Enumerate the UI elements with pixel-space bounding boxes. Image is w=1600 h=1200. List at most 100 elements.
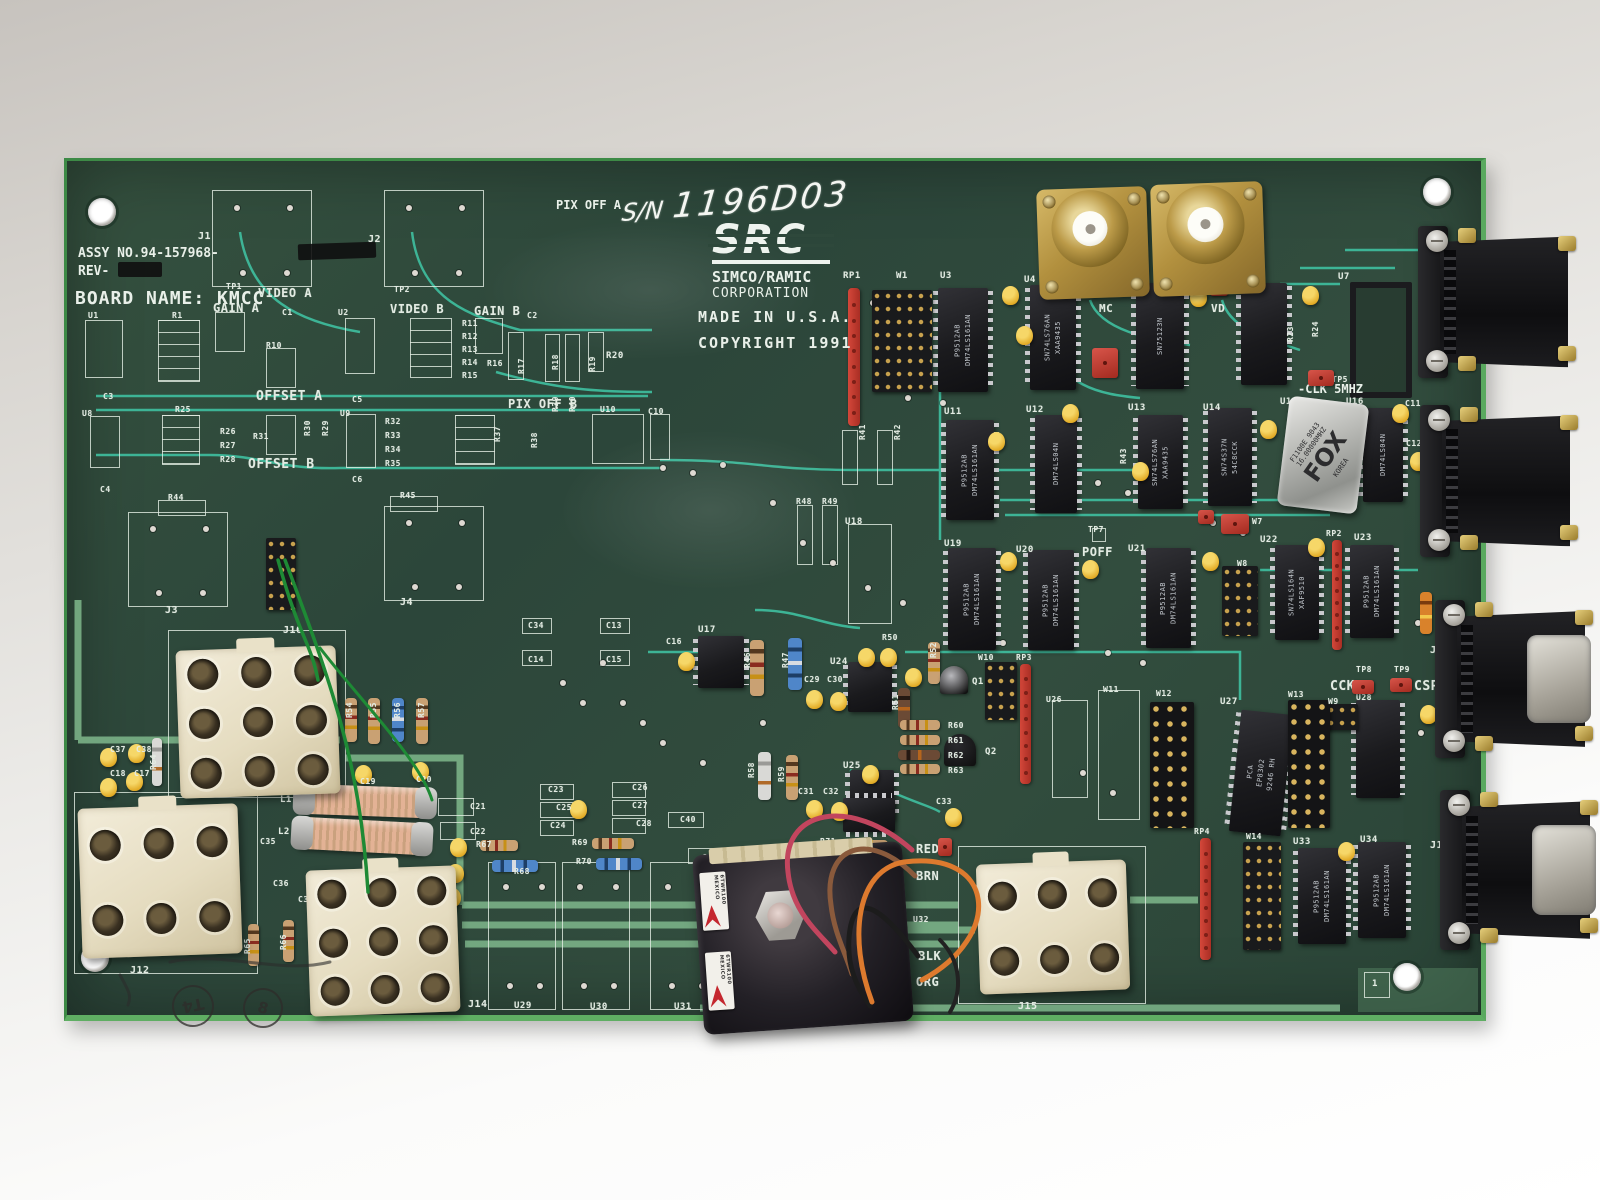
capacitor (450, 838, 467, 857)
label-text: 6TWR100 MEXICO (712, 874, 727, 905)
test-point (1390, 678, 1412, 692)
footprint (600, 618, 630, 634)
dsub-body (1440, 236, 1568, 368)
pad (576, 884, 583, 891)
silk-label-r24: R24 (1310, 321, 1320, 337)
silk-label-u12: U12 (1026, 405, 1044, 415)
ic-u20: P9512AB DM74LS161AN (1023, 550, 1079, 650)
silk-label-c16: C16 (666, 637, 682, 646)
pin-cavity (1089, 942, 1120, 973)
dsub-screw (1443, 604, 1465, 626)
bnc-center-pin (1085, 223, 1096, 234)
footprint (612, 782, 646, 798)
silk-label-w8: W8 (1237, 559, 1248, 568)
pad (660, 740, 666, 746)
pin-cavity (368, 926, 398, 956)
silk-label-c4: C4 (100, 485, 111, 494)
dsub-jackpost (1460, 535, 1478, 550)
ic-u22: SN74LS164N XAF9510 (1270, 545, 1324, 640)
resistor (750, 640, 764, 696)
dsub-jackpost (1560, 525, 1578, 540)
silk-label-r41: R41 (857, 424, 867, 440)
footprint (592, 414, 644, 464)
pad (406, 520, 412, 527)
silk-label-c34: C34 (528, 621, 544, 630)
dsub-screw (1448, 922, 1470, 944)
pad (150, 526, 156, 533)
silk-label-r18: R18 (550, 354, 560, 370)
silk-label-r50: R50 (882, 633, 898, 642)
pin-cavity (186, 658, 219, 691)
silk-label-j10: J10 (1430, 841, 1450, 851)
pad (284, 269, 290, 276)
footprint (488, 862, 556, 1010)
pad (600, 660, 606, 666)
ic-marking: P9512AB DM74LS161AN (1159, 572, 1178, 624)
pin-cavity (243, 755, 276, 788)
ic-marking: P9512AB DM74LS161AN (960, 444, 980, 496)
ic-u14: SN74S37N 54C8CCK (1203, 408, 1257, 506)
silk-label-u20: U20 (1016, 545, 1034, 555)
silk-label-c12: C12 (1406, 439, 1422, 448)
dsub-jackpost (1575, 610, 1593, 625)
silk-label-video-b: VIDEO B (390, 302, 445, 316)
silk-label-u18: U18 (845, 517, 863, 527)
silk-label-r58: R58 (746, 762, 756, 778)
footprint (455, 415, 495, 465)
silk-label-r56: R56 (392, 702, 402, 718)
silk-label-u22: U22 (1260, 535, 1278, 545)
silk-label-c13: C13 (606, 621, 622, 630)
footprint (1092, 528, 1106, 542)
silk-label-r57: R57 (416, 702, 426, 718)
silk-label-w14: W14 (1246, 832, 1262, 841)
pin-cavity (142, 827, 175, 860)
resistor (1420, 592, 1432, 634)
pad (156, 589, 162, 596)
pad (406, 204, 412, 211)
silk-label-j3: J3 (165, 605, 179, 616)
footprint (612, 800, 646, 816)
silk-label-r70: R70 (576, 857, 592, 866)
ic-u21: P9512AB DM74LS161AN (1141, 548, 1196, 648)
mounting-hole (1423, 178, 1451, 206)
ic-u33: P9512AB DM74LS161AN (1293, 848, 1351, 944)
silk-label-u28: U28 (1356, 693, 1372, 702)
silk-label-c1: C1 (282, 308, 293, 317)
silk-label-gain-a: GAIN A (213, 301, 260, 315)
test-point (1352, 680, 1374, 694)
silk-label-r61: R61 (948, 736, 964, 745)
serial-prefix: S/N (620, 195, 665, 228)
dsub-jackpost (1480, 792, 1498, 807)
board-name: BOARD NAME: KMCC (75, 288, 265, 309)
logo-stripe (708, 244, 834, 247)
dsub-screw (1443, 730, 1465, 752)
bnc-connector (1036, 186, 1150, 300)
silk-label-r34: R34 (385, 445, 401, 454)
pin-cavity (297, 753, 330, 786)
footprint (522, 618, 552, 634)
silk-label-r52: R52 (928, 642, 938, 658)
resistor (480, 840, 518, 851)
silk-label-c36: C36 (273, 879, 289, 888)
silk-label-u26: U26 (1046, 695, 1062, 704)
pad (1415, 620, 1421, 626)
silk-label-w9: W9 (1328, 697, 1339, 706)
pad (1000, 640, 1006, 646)
silk-label-r43: R43 (1118, 448, 1128, 464)
silk-label-c35: C35 (260, 837, 276, 846)
capacitor (1420, 705, 1437, 724)
silk-label-u11: U11 (944, 407, 962, 417)
silk-label-r59: R59 (776, 766, 786, 782)
capacitor (100, 778, 117, 797)
footprint (562, 862, 630, 1010)
pad (412, 269, 418, 276)
silk-label-l2: L2 (278, 827, 290, 837)
pin-cavity (145, 902, 178, 935)
silk-label-tp5: TP5 (1332, 375, 1348, 384)
silk-label-c27: C27 (632, 801, 648, 810)
silk-label-c32: C32 (823, 787, 839, 796)
silk-label-u10: U10 (600, 405, 616, 414)
pad (240, 269, 246, 276)
dsub-jackpost (1558, 346, 1576, 361)
